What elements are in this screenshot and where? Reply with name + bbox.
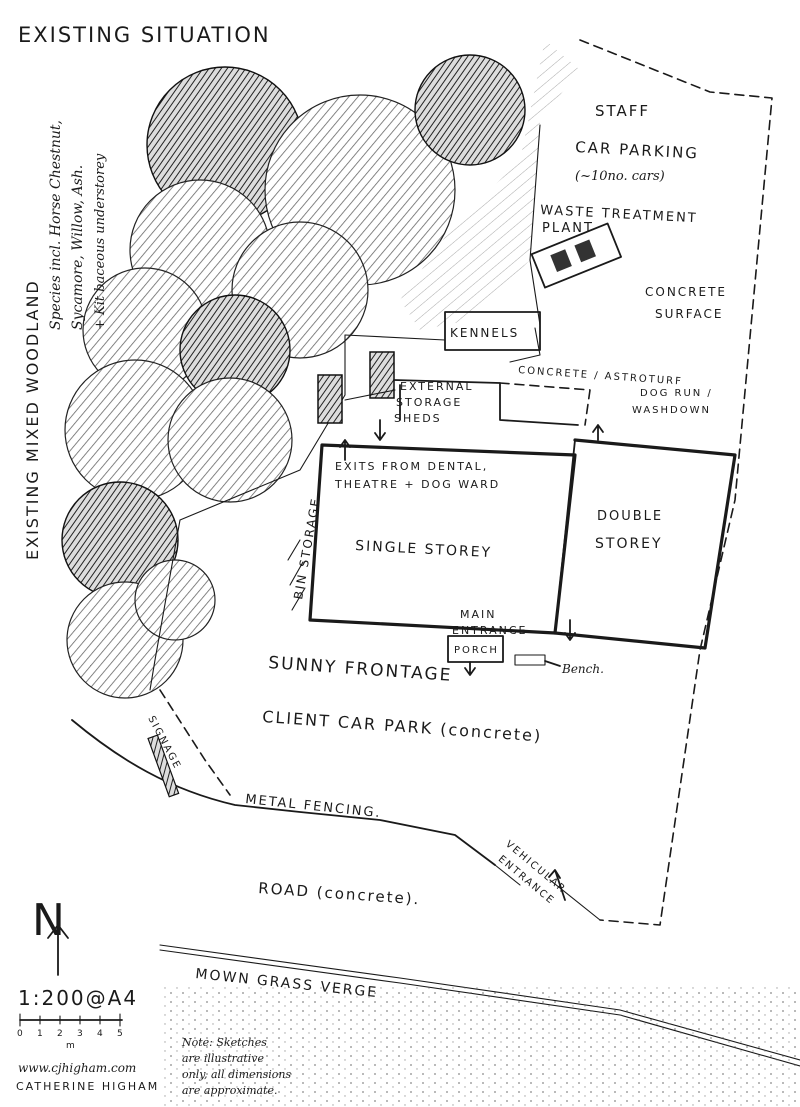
exit-arrows [339,419,604,676]
storage-shed-right [369,351,395,399]
scale-tick-4: 4 [97,1029,103,1039]
author-text: CATHERINE HIGHAM [16,1080,159,1093]
west-boundary-dashed [159,689,231,796]
scale-text: 1:200@A4 [18,986,138,1010]
waste-label-line2: PLANT [542,221,594,236]
woodland-label-line1: EXISTING MIXED WOODLAND [23,279,42,560]
woodland-label-line3: Sycamore, Willow, Ash. [70,165,86,330]
site-boundary [579,39,773,926]
kennels-building [444,311,541,351]
porch [447,635,504,663]
north-arrow-icon [47,924,69,976]
bench [514,654,546,666]
exits-label-line2: THEATRE + DOG WARD [334,478,500,491]
bin-storage-hatch [287,539,306,611]
bench-label: Bench. [561,662,604,676]
vehicular-entrance-arrow [548,869,566,901]
note-line4: are approximate. [182,1084,277,1097]
single-storey-label: SINGLE STOREY [355,538,493,561]
signage-board [147,734,180,798]
sheds-label-line3: SHEDS [394,412,442,425]
north-arrow: N [32,895,69,976]
waste-treatment-plant [530,222,622,289]
scale-tick-1: 1 [37,1029,43,1039]
entrance-label: ENTRANCE [452,624,527,637]
metal-fencing-line [71,719,496,866]
concrete-label: CONCRETE [645,285,727,299]
dog-run-dashed [499,382,591,426]
road-label: ROAD (concrete). [258,879,421,908]
sheds-label-line2: STORAGE [396,396,462,409]
scale-unit: m [66,1041,75,1051]
surface-label: SURFACE [655,307,724,321]
exits-label-line1: EXITS FROM DENTAL, [335,460,488,473]
double-storey-building [553,438,737,650]
page-title: EXISTING SITUATION [18,23,271,47]
note-line1: Note: Sketches [181,1036,267,1049]
bin-storage-group: BIN STORAGE [291,496,323,601]
shed-enclosure [393,379,579,426]
double-storey-label-line1: DOUBLE [597,509,663,524]
car-parking-label: CAR PARKING [575,138,700,162]
scale-tick-3: 3 [77,1029,83,1039]
double-storey-label-line2: STOREY [595,536,663,552]
sheds-label-line1: EXTERNAL [400,380,474,393]
woodland-label-line2: Species incl. Horse Chestnut, [48,120,64,330]
single-storey-building [308,443,577,635]
metal-fencing-label: METAL FENCING. [245,792,383,821]
main-label: MAIN [460,608,497,621]
staff-label: STAFF [595,102,650,120]
disclaimer-note: Note: Sketches are illustrative only, al… [181,1036,292,1097]
path-to-kennels [344,327,541,363]
dogrun-label-line1: CONCRETE / ASTROTURF [518,365,683,387]
woodland-species-label: Species incl. Horse Chestnut, Sycamore, … [48,120,108,330]
road-edge-line [494,864,601,921]
scale-bar: 0 1 2 3 4 5 m [17,1013,123,1051]
dogrun-label-line3: WASHDOWN [632,405,711,416]
sunny-frontage-label: SUNNY FRONTAGE [268,653,453,686]
scale-tick-5: 5 [117,1029,123,1039]
website-text: www.cjhigham.com [18,1061,136,1075]
access-path [149,124,541,691]
grass-verge-stipple [160,985,800,1107]
woodland-label: EXISTING MIXED WOODLAND [23,279,42,560]
woodland-trees [61,40,580,699]
note-line2: are illustrative [182,1052,264,1065]
scale-tick-0: 0 [17,1029,23,1039]
shed-leader [344,389,396,401]
dogrun-label-line2: DOG RUN / [640,388,713,399]
note-line3: only, all dimensions [182,1068,292,1081]
car-count-label: (~10no. cars) [575,169,665,184]
kennels-label: KENNELS [450,326,519,340]
bin-storage-label: BIN STORAGE [291,496,323,601]
woodland-label-line4: + Kit baceous understorey [93,153,108,330]
scale-tick-2: 2 [57,1029,63,1039]
storage-shed-left [317,374,343,424]
porch-label: PORCH [454,645,499,656]
building-divider [554,439,576,634]
client-car-park-label: CLIENT CAR PARK (concrete) [262,707,543,746]
